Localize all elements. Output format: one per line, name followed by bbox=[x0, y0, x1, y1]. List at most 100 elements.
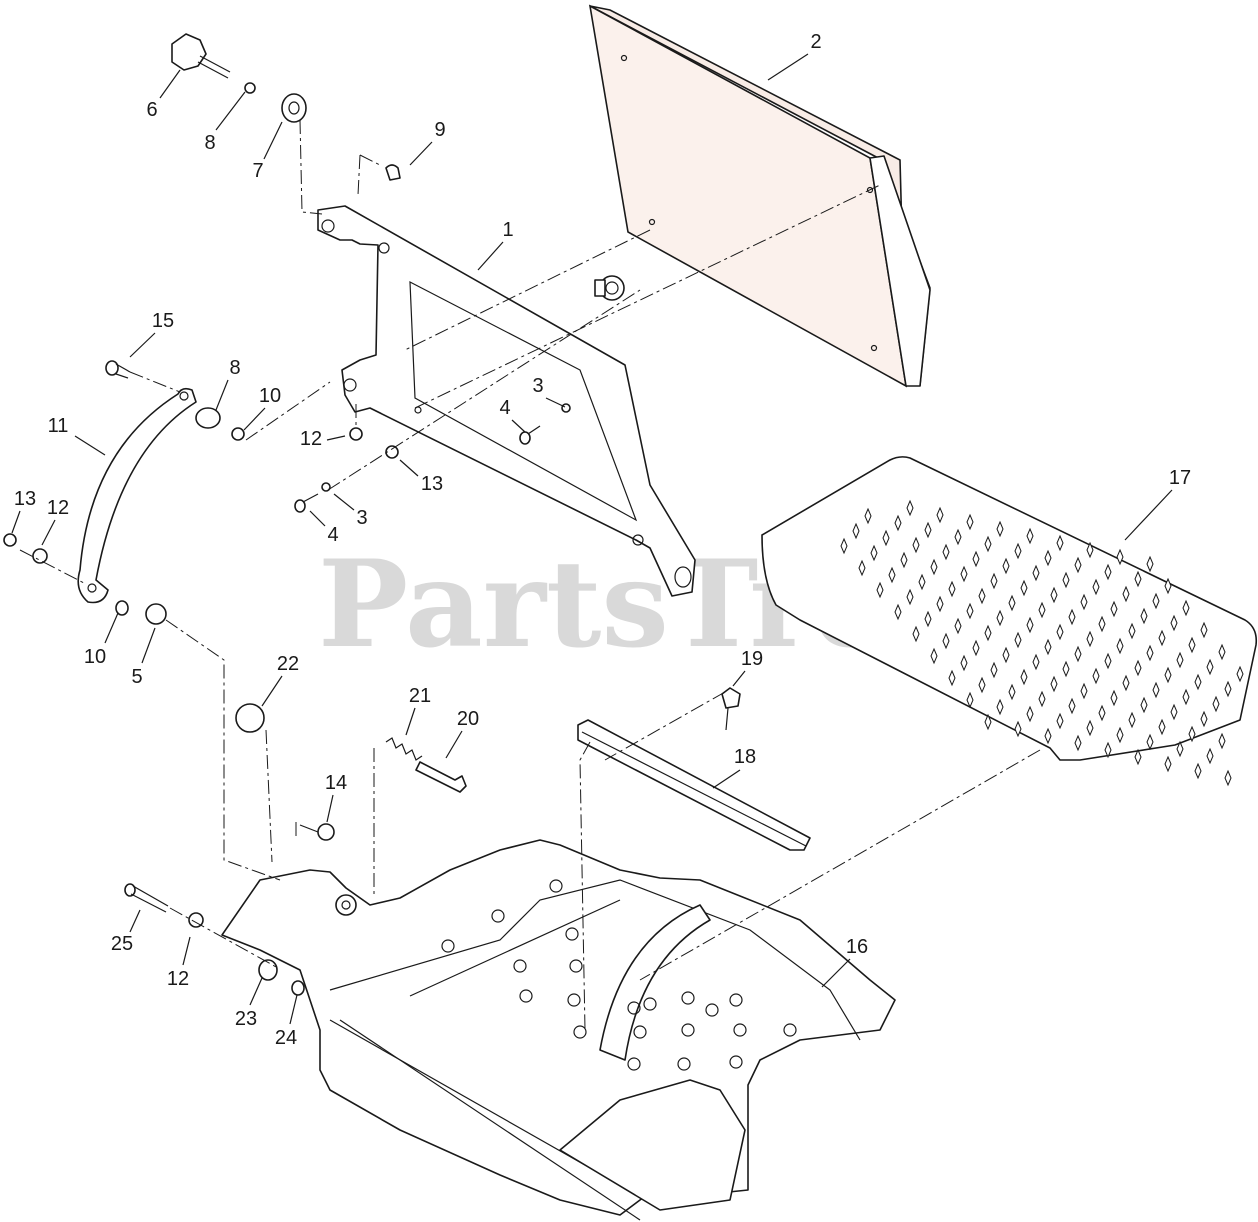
callout-label-7: 7 bbox=[252, 160, 263, 182]
callout-label-11: 11 bbox=[48, 415, 69, 437]
tread-diamond bbox=[1134, 748, 1142, 766]
tread-diamond bbox=[1056, 712, 1064, 730]
tread-diamond bbox=[906, 588, 914, 606]
tread-diamond bbox=[1104, 741, 1112, 759]
callout-leader bbox=[41, 519, 56, 546]
frame-hole bbox=[513, 959, 527, 973]
frame-hole bbox=[567, 993, 581, 1007]
tread-diamond bbox=[1086, 719, 1094, 737]
tread-diamond bbox=[924, 521, 932, 539]
frame-hole bbox=[549, 879, 563, 893]
callout-leader bbox=[74, 435, 106, 456]
part-20-pin bbox=[415, 761, 467, 793]
tread-diamond bbox=[852, 522, 860, 540]
frame-hole bbox=[677, 1057, 691, 1071]
callout-leader bbox=[545, 397, 566, 408]
callout-leader bbox=[129, 332, 156, 358]
tread-diamond bbox=[876, 581, 884, 599]
part-21-spring bbox=[385, 737, 423, 761]
frame-hole bbox=[681, 991, 695, 1005]
frame-hole bbox=[569, 959, 583, 973]
tread-diamond bbox=[1152, 592, 1160, 610]
tread-diamond bbox=[930, 558, 938, 576]
callout-leader bbox=[11, 510, 21, 534]
tread-diamond bbox=[1050, 675, 1058, 693]
tread-diamond bbox=[966, 513, 974, 531]
callout-label-8: 8 bbox=[229, 357, 240, 379]
frame-hole bbox=[565, 927, 579, 941]
tread-diamond bbox=[1110, 600, 1118, 618]
tread-diamond bbox=[1056, 534, 1064, 552]
tread-diamond bbox=[1236, 665, 1244, 683]
frame-hole bbox=[627, 1001, 641, 1015]
callout-leader bbox=[215, 91, 246, 131]
tread-diamond bbox=[1212, 695, 1220, 713]
part-10-spacer-upper bbox=[231, 427, 245, 441]
tread-diamond bbox=[1152, 681, 1160, 699]
tread-diamond bbox=[1116, 726, 1124, 744]
tread-diamond bbox=[1146, 555, 1154, 573]
frame-hole bbox=[519, 989, 533, 1003]
frame-hole bbox=[705, 1003, 719, 1017]
callout-leader bbox=[243, 407, 266, 431]
tread-diamond bbox=[1020, 579, 1028, 597]
tread-diamond bbox=[1176, 740, 1184, 758]
tread-diamond bbox=[1092, 667, 1100, 685]
tread-diamond bbox=[1134, 659, 1142, 677]
tread-diamond bbox=[1104, 563, 1112, 581]
tread-diamond bbox=[936, 595, 944, 613]
callout-leader bbox=[767, 53, 809, 81]
callout-label-6: 6 bbox=[146, 99, 157, 121]
part-18-rail bbox=[577, 719, 811, 851]
part-3-washer-lower bbox=[321, 482, 331, 492]
part-25-bolt bbox=[124, 883, 169, 913]
part-22-ball bbox=[235, 703, 265, 733]
tread-diamond bbox=[1206, 747, 1214, 765]
tread-diamond bbox=[1182, 599, 1190, 617]
callout-label-22: 22 bbox=[277, 653, 299, 675]
part-8-washer-lower bbox=[195, 407, 221, 429]
callout-leader bbox=[326, 435, 346, 441]
part-3-washer-upper bbox=[561, 403, 571, 413]
frame-hole bbox=[729, 1055, 743, 1069]
callout-leader bbox=[732, 670, 746, 687]
tread-diamond bbox=[1080, 682, 1088, 700]
tread-diamond bbox=[1020, 668, 1028, 686]
tread-diamond bbox=[996, 698, 1004, 716]
callout-label-12: 12 bbox=[300, 428, 322, 450]
part-17-footrest-plate bbox=[761, 456, 1258, 787]
tread-diamond bbox=[1098, 615, 1106, 633]
tread-diamond bbox=[1188, 725, 1196, 743]
tread-diamond bbox=[984, 624, 992, 642]
frame-hole bbox=[733, 1023, 747, 1037]
part-12-washer-mid bbox=[349, 427, 363, 441]
callout-label-4: 4 bbox=[327, 524, 338, 546]
callout-leader bbox=[821, 958, 851, 988]
part-8-washer-upper bbox=[244, 82, 256, 94]
callout-leader bbox=[326, 794, 334, 823]
tread-diamond bbox=[1032, 564, 1040, 582]
assembly-lines bbox=[19, 119, 1041, 1031]
callout-leader bbox=[477, 241, 504, 271]
callout-label-13: 13 bbox=[14, 488, 36, 510]
callout-label-13: 13 bbox=[421, 473, 443, 495]
tread-diamond bbox=[1200, 710, 1208, 728]
tread-diamond bbox=[1014, 720, 1022, 738]
tread-diamond bbox=[1158, 718, 1166, 736]
tread-diamond bbox=[1008, 594, 1016, 612]
part-16-footrest-frame bbox=[221, 839, 896, 1221]
callout-leader bbox=[263, 121, 283, 160]
tread-diamond bbox=[840, 537, 848, 555]
tread-diamond bbox=[894, 514, 902, 532]
tread-diamond bbox=[882, 529, 890, 547]
tread-diamond bbox=[1194, 762, 1202, 780]
tread-diamond bbox=[1176, 651, 1184, 669]
frame-hole bbox=[573, 1025, 587, 1039]
callout-label-3: 3 bbox=[356, 507, 367, 529]
tread-diamond bbox=[942, 632, 950, 650]
part-10-spacer-lower bbox=[115, 600, 129, 616]
tread-diamond bbox=[1128, 711, 1136, 729]
tread-diamond bbox=[1122, 674, 1130, 692]
tread-diamond bbox=[1002, 646, 1010, 664]
